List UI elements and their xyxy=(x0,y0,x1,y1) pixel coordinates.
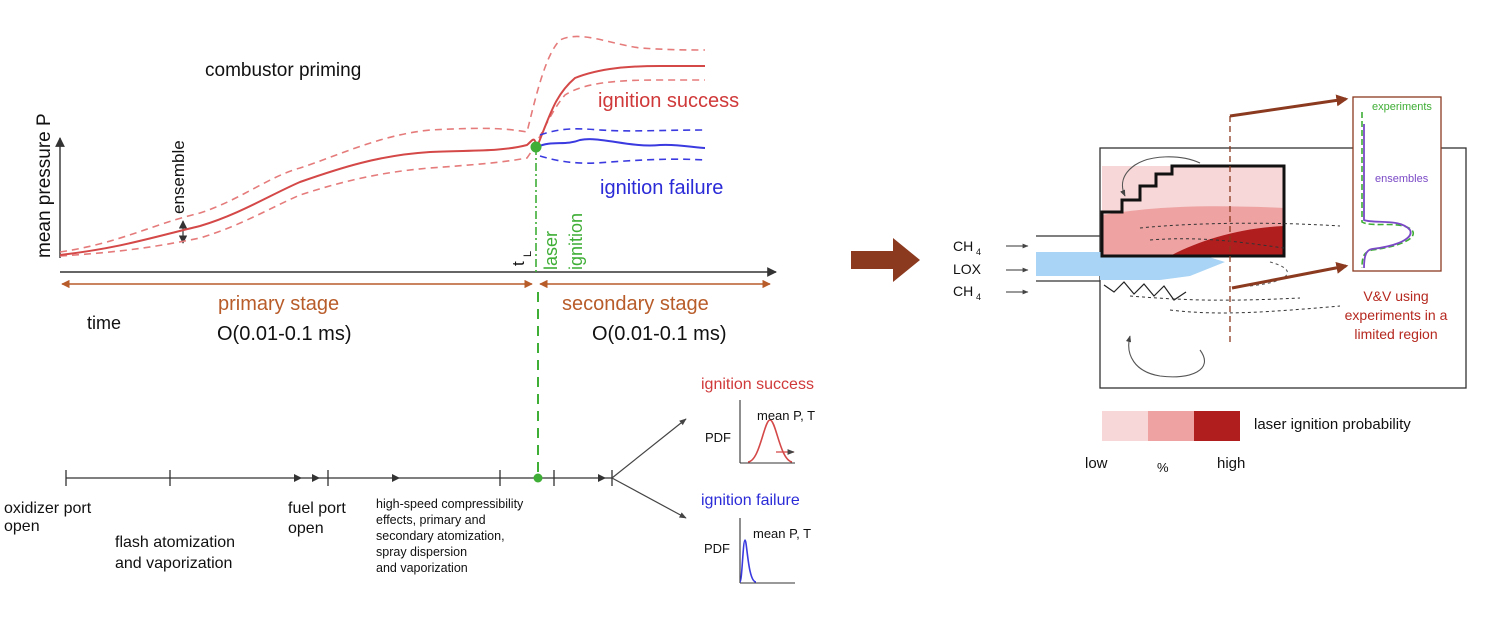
experiments-label: experiments xyxy=(1372,101,1432,113)
probability-legend: laser ignition probability low % high xyxy=(1085,411,1411,475)
event-ignition-point xyxy=(533,473,543,483)
primary-stage-label: primary stage xyxy=(218,293,339,315)
streamline-lower xyxy=(1129,295,1301,301)
branch-success-arrow xyxy=(611,418,687,479)
blue-lower-dashed xyxy=(539,155,706,164)
injector-diagram: CH 4 LOX CH 4 experiments ensem xyxy=(953,94,1467,475)
failure-outcome-title: ignition failure xyxy=(701,492,800,509)
red-mean-curve xyxy=(59,65,705,256)
legend-title: laser ignition probability xyxy=(1254,416,1411,433)
prob-region-high xyxy=(1170,226,1284,256)
laser-ignition-point xyxy=(530,141,542,153)
lox-label: LOX xyxy=(953,261,982,277)
lox-plume xyxy=(1100,252,1225,280)
ch4-bottom-label: CH 4 xyxy=(953,283,981,302)
red-lower-dashed xyxy=(59,79,705,257)
recirculation-top xyxy=(1120,156,1201,197)
chart-title: combustor priming xyxy=(205,60,361,81)
laser-label: laser xyxy=(541,231,561,270)
recirculation-bottom xyxy=(1125,335,1206,378)
ensembles-label: ensembles xyxy=(1375,173,1429,185)
legend-low-swatch xyxy=(1102,411,1148,441)
legend-mid-swatch xyxy=(1148,411,1194,441)
branch-failure-arrow xyxy=(611,477,687,519)
blue-mean-curve xyxy=(536,138,706,149)
svg-text:CH: CH xyxy=(953,238,973,254)
ignition-failure-label: ignition failure xyxy=(600,177,723,199)
blue-upper-dashed xyxy=(539,128,706,136)
success-pdf-curve xyxy=(747,419,793,463)
success-pdf-label: PDF xyxy=(705,430,731,445)
profile-inset xyxy=(1352,96,1442,272)
svg-text:4: 4 xyxy=(976,247,981,257)
prob-region-outline xyxy=(1100,164,1286,258)
failure-pdf-curve xyxy=(739,539,757,583)
experiments-profile xyxy=(1361,112,1415,269)
legend-low-label: low xyxy=(1085,455,1108,472)
failure-pdf-label: PDF xyxy=(704,541,730,556)
success-outcome-title: ignition success xyxy=(701,376,814,393)
time-label: time xyxy=(87,313,121,333)
svg-text:t: t xyxy=(509,261,528,266)
measurement-arrow-top xyxy=(1229,94,1349,118)
pressure-chart: combustor priming mean pressure P ensemb… xyxy=(34,35,777,478)
failure-meanPT-label: mean P, T xyxy=(753,526,811,541)
y-axis-label: mean pressure P xyxy=(34,113,55,258)
tL-label: t L xyxy=(509,251,534,266)
secondary-scale-label: O(0.01-0.1 ms) xyxy=(592,323,726,345)
lox-stream xyxy=(1036,252,1100,276)
red-upper-dashed xyxy=(59,35,706,253)
legend-high-label: high xyxy=(1217,455,1245,472)
svg-text:4: 4 xyxy=(976,292,981,302)
big-transition-arrow xyxy=(851,238,920,282)
ensemble-label: ensemble xyxy=(169,140,188,214)
legend-pct-label: % xyxy=(1157,460,1169,475)
svg-text:CH: CH xyxy=(953,283,973,299)
streamline-lower-2 xyxy=(1169,305,1341,314)
ignition-label: ignition xyxy=(566,213,586,270)
svg-text:L: L xyxy=(522,251,534,257)
success-meanPT-label: mean P, T xyxy=(757,408,815,423)
primary-scale-label: O(0.01-0.1 ms) xyxy=(217,323,351,345)
ensembles-profile xyxy=(1363,124,1412,269)
ignition-success-label: ignition success xyxy=(598,90,739,112)
failure-pdf-plot: PDF mean P, T xyxy=(704,518,811,584)
shear-zigzag xyxy=(1103,281,1187,301)
ch4-top-label: CH 4 xyxy=(953,238,981,257)
recirculation-bottom-loop xyxy=(1249,261,1288,287)
legend-high-swatch xyxy=(1194,411,1240,441)
success-pdf-plot: PDF mean P, T xyxy=(705,400,815,464)
measurement-arrow-bottom xyxy=(1231,261,1349,290)
secondary-stage-label: secondary stage xyxy=(562,293,709,315)
